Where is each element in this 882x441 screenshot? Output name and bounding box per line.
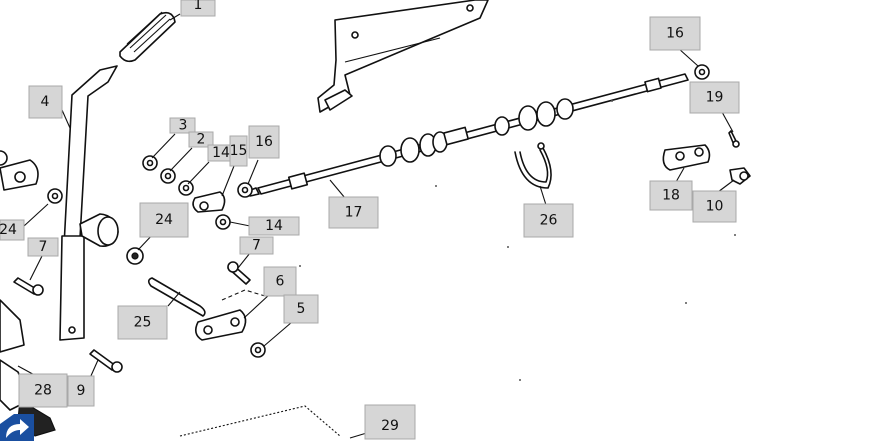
- callout-25: 25: [117, 305, 168, 340]
- svg-text:7: 7: [39, 239, 48, 255]
- svg-text:1: 1: [194, 0, 203, 13]
- callout-14-mid: 14: [248, 216, 300, 236]
- svg-text:4: 4: [41, 94, 50, 110]
- part-plate-29: [179, 405, 341, 437]
- part-control-rod: [247, 73, 689, 197]
- part-washers-left: [142, 155, 194, 196]
- callout-19: 19: [689, 81, 740, 114]
- svg-text:19: 19: [706, 90, 724, 106]
- scan-specks: [299, 100, 736, 381]
- svg-text:28: 28: [34, 383, 52, 399]
- callout-2: 2: [188, 131, 214, 148]
- callout-24-mid: 24: [139, 202, 189, 238]
- svg-text:15: 15: [230, 143, 248, 159]
- callout-14-top: 14: [207, 144, 235, 162]
- part-bushing-24: [126, 247, 144, 265]
- part-bolt-7-mid: [227, 261, 251, 285]
- callout-28: 28: [18, 373, 68, 408]
- callout-24-left: 24: [0, 219, 25, 241]
- svg-text:7: 7: [252, 238, 261, 254]
- callout-1: 1: [180, 0, 216, 17]
- part-nut-right: [694, 64, 710, 80]
- callout-7-mid: 7: [239, 236, 274, 255]
- part-clevis: [662, 144, 711, 171]
- callout-15: 15: [229, 135, 248, 167]
- svg-text:17: 17: [345, 205, 363, 221]
- callout-26: 26: [523, 203, 574, 238]
- callout-29: 29: [364, 404, 416, 440]
- part-link-plate-6: [194, 289, 266, 341]
- part-lever: [59, 65, 119, 341]
- callout-9: 9: [67, 375, 95, 407]
- svg-text:25: 25: [134, 315, 152, 331]
- callout-16-left: 16: [248, 125, 280, 159]
- callout-17: 17: [328, 196, 379, 229]
- svg-text:14: 14: [212, 145, 230, 161]
- part-u-clip: [514, 142, 552, 189]
- callout-7-left: 7: [27, 237, 59, 257]
- svg-text:14: 14: [265, 218, 283, 234]
- part-cotter-pin: [728, 130, 740, 148]
- part-knob-grip: [119, 11, 176, 63]
- part-washer-14: [215, 214, 231, 230]
- svg-text:3: 3: [179, 118, 188, 134]
- part-ball-joint: [192, 182, 253, 213]
- callout-18: 18: [649, 180, 693, 211]
- svg-text:9: 9: [77, 383, 86, 399]
- svg-text:24: 24: [0, 222, 17, 238]
- svg-text:24: 24: [155, 212, 173, 228]
- part-bolt-9: [89, 349, 123, 373]
- callout-10: 10: [692, 190, 737, 223]
- part-bracket-plate: [317, 0, 489, 113]
- svg-text:26: 26: [540, 213, 558, 229]
- svg-text:16: 16: [666, 26, 684, 42]
- callout-5: 5: [283, 294, 319, 324]
- callout-6: 6: [263, 266, 297, 297]
- leader-lines: [17, 13, 735, 439]
- svg-text:10: 10: [706, 199, 724, 215]
- part-pin: [729, 167, 751, 185]
- svg-text:2: 2: [197, 132, 206, 148]
- callout-16-right: 16: [649, 16, 701, 51]
- svg-text:6: 6: [276, 274, 285, 290]
- part-nut-5: [250, 342, 266, 358]
- callout-4: 4: [28, 85, 63, 119]
- callout-3: 3: [169, 117, 196, 134]
- svg-text:18: 18: [662, 188, 680, 204]
- svg-text:29: 29: [381, 418, 399, 434]
- corner-badge-icon[interactable]: [0, 414, 34, 441]
- part-bolt-7-left: [13, 277, 44, 296]
- part-pivot-pin-25: [147, 277, 206, 317]
- svg-text:16: 16: [255, 134, 273, 150]
- svg-text:5: 5: [297, 301, 306, 317]
- part-left-linkage: [0, 150, 63, 204]
